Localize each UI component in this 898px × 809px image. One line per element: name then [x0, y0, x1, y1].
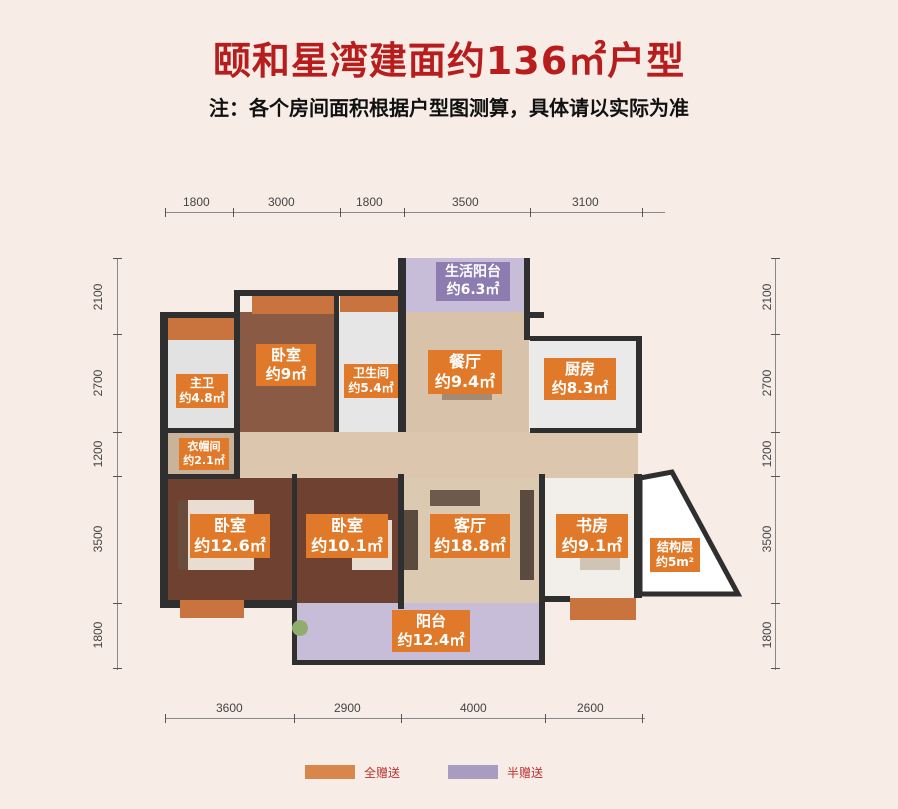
room-study: 书房 约9.1㎡ [556, 514, 628, 558]
room-bathroom: 卫生间 约5.4㎡ [344, 364, 398, 398]
room-name: 阳台 [415, 612, 446, 630]
room-name: 餐厅 [448, 352, 481, 371]
dim-bottom-2: 2900 [334, 701, 361, 715]
dim-tick [113, 334, 122, 335]
legend-label-full: 全赠送 [364, 766, 401, 780]
dim-tick [771, 603, 780, 604]
dim-tick [771, 334, 780, 335]
dim-bottom-3: 4000 [460, 701, 487, 715]
room-dining: 餐厅 约9.4㎡ [428, 350, 502, 394]
room-name: 衣帽间 [187, 440, 221, 453]
room-area: 约9.1㎡ [561, 536, 623, 555]
room-area: 约12.6㎡ [194, 536, 266, 555]
dim-top-5: 3100 [572, 195, 599, 209]
dim-tick [404, 208, 405, 217]
room-area: 约12.4㎡ [397, 630, 465, 649]
room-area: 约9.4㎡ [434, 372, 496, 391]
page-title: 颐和星湾建面约136㎡户型 [212, 39, 686, 83]
dim-tick [113, 476, 122, 477]
room-name: 卧室 [330, 516, 363, 535]
room-master-bath: 主卫 约4.8㎡ [176, 374, 228, 408]
room-area: 约18.8㎡ [434, 536, 506, 555]
room-name: 生活阳台 [445, 264, 501, 280]
dim-tick [530, 208, 531, 217]
dim-tick [771, 258, 780, 259]
dim-tick [771, 432, 780, 433]
legend-swatch-half [448, 765, 498, 779]
room-area: 约8.3㎡ [551, 378, 609, 397]
room-life-balcony: 生活阳台 约6.3㎡ [436, 262, 510, 301]
dim-tick [113, 258, 122, 259]
dim-tick [165, 208, 166, 217]
room-kitchen: 厨房 约8.3㎡ [544, 358, 616, 400]
area-note: 注：各个房间面积根据户型图测算，具体请以实际为准 [209, 96, 689, 120]
room-area: 约2.1㎡ [183, 453, 225, 467]
room-name: 客厅 [453, 516, 486, 535]
right-dimension-line [775, 258, 776, 670]
room-master-bedroom: 卧室 约12.6㎡ [190, 514, 270, 558]
room-bedroom-mid: 卧室 约10.1㎡ [306, 514, 388, 558]
room-name: 卧室 [213, 516, 246, 535]
dim-tick [113, 668, 122, 669]
dim-top-1: 1800 [183, 195, 210, 209]
room-area: 约4.8㎡ [179, 391, 225, 405]
room-name: 卫生间 [352, 366, 389, 380]
room-living: 客厅 约18.8㎡ [430, 514, 510, 558]
room-name: 厨房 [564, 360, 595, 378]
dim-tick [771, 476, 780, 477]
legend-swatch-full [305, 765, 355, 779]
room-area: 约5.4㎡ [348, 381, 394, 395]
dim-tick [401, 714, 402, 723]
room-name: 书房 [575, 516, 608, 535]
room-bedroom-top: 卧室 约9㎡ [256, 344, 316, 386]
room-name: 主卫 [189, 376, 214, 390]
bottom-dimension-line [165, 718, 645, 719]
room-area: 约9㎡ [265, 364, 307, 383]
dim-tick [113, 432, 122, 433]
dim-tick [294, 714, 295, 723]
top-dimension-line [165, 212, 665, 213]
dim-tick [165, 714, 166, 723]
dim-tick [113, 603, 122, 604]
room-balcony: 阳台 约12.4㎡ [392, 610, 470, 652]
left-dimension-line [117, 258, 118, 670]
room-area: 约10.1㎡ [311, 536, 383, 555]
dim-tick [771, 668, 780, 669]
room-name: 结构层 [656, 540, 693, 554]
room-area: 约5m² [655, 555, 695, 569]
dim-tick [642, 714, 643, 723]
legend-label-half: 半赠送 [507, 766, 544, 780]
room-closet: 衣帽间 约2.1㎡ [179, 438, 229, 470]
dim-top-3: 1800 [356, 195, 383, 209]
dim-tick [642, 208, 643, 217]
dim-bottom-1: 3600 [216, 701, 243, 715]
dim-top-2: 3000 [268, 195, 295, 209]
room-area: 约6.3㎡ [446, 281, 500, 298]
dim-top-4: 3500 [452, 195, 479, 209]
dim-bottom-4: 2600 [577, 701, 604, 715]
room-name: 卧室 [270, 346, 301, 364]
dim-tick [340, 208, 341, 217]
dim-tick [233, 208, 234, 217]
dim-tick [545, 714, 546, 723]
room-structure: 结构层 约5m² [650, 538, 700, 572]
